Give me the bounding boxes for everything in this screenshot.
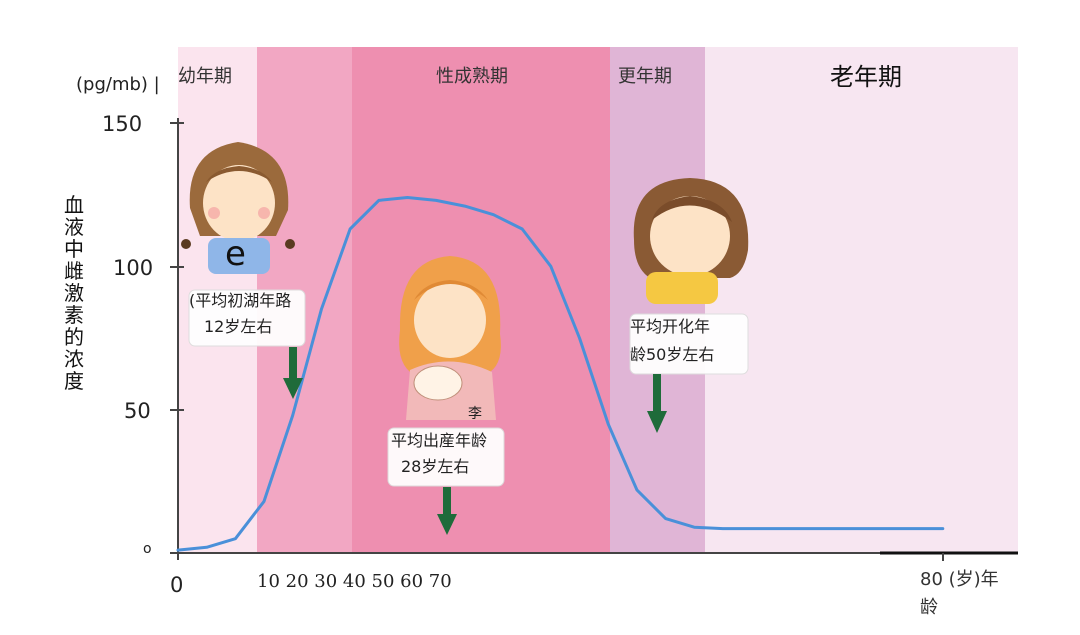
y-tick-label-50: 50 — [124, 399, 151, 423]
phase-label-childhood: 幼年期 — [178, 66, 232, 87]
annotation-menopause-line2: 龄50岁左右 — [630, 345, 714, 364]
y-unit-label: (pg/mb) | — [76, 74, 160, 95]
girl-bangs — [206, 166, 272, 182]
y-axis-title: 血液中雌激素的浓度 — [64, 193, 84, 393]
annotation-menopause: 平均开化年 龄50岁左右 — [629, 313, 749, 375]
girl-face — [203, 165, 275, 241]
y-tick-label-150: 150 — [102, 112, 142, 136]
annotation-childbirth-line1: 平均出産年龄 — [391, 431, 487, 450]
mother-illustration — [399, 256, 501, 420]
annotation-childbirth: 平均出産年龄 28岁左右 — [387, 427, 505, 487]
arrows — [283, 347, 667, 535]
phase-label-old-age: 老年期 — [830, 63, 902, 91]
girl-illustration — [181, 142, 295, 274]
girl-braid-left — [181, 239, 191, 249]
x-tick-label-80: 80 (岁)年 — [920, 569, 999, 590]
annotation-menarche-line1: (平均初湖年路 — [189, 291, 291, 310]
arrow-menarche — [283, 347, 303, 399]
baby — [413, 365, 463, 401]
annotation-childbirth-line2: 28岁左右 — [401, 457, 469, 476]
mother-bangs — [414, 280, 488, 300]
annotation-menarche: (平均初湖年路 12岁左右 — [188, 289, 306, 347]
phase-label-maturity: 性成熟期 — [436, 66, 508, 87]
girl-cheek-left — [208, 207, 220, 219]
y-tick-label-100: 100 — [113, 256, 153, 280]
woman-bangs — [652, 196, 732, 222]
annotation-menarche-line2: 12岁左右 — [204, 317, 272, 336]
y-tick-label-zero: o — [143, 541, 152, 557]
woman-face — [650, 196, 730, 276]
x-tick-label-0: 0 — [170, 573, 183, 597]
annotation-menopause-line1: 平均开化年 — [630, 317, 710, 336]
annotation-menopause-box — [629, 313, 749, 375]
phase-band-old-age — [705, 47, 1018, 553]
arrow-menopause — [647, 374, 667, 433]
stray-letter-e: e — [225, 234, 246, 274]
x-tick-label-10-70: 10 20 30 40 50 60 70 — [257, 571, 452, 592]
annotation-menarche-box — [188, 289, 306, 347]
girl-cheek-right — [258, 207, 270, 219]
stray-char: 李 — [468, 406, 482, 422]
x-axis-unit-suffix: 龄 — [920, 597, 938, 618]
woman-illustration — [633, 178, 749, 304]
arrow-childbirth — [437, 487, 457, 535]
phase-label-menopause: 更年期 — [618, 66, 672, 87]
girl-braid-right — [285, 239, 295, 249]
mother-face — [414, 282, 486, 358]
annotation-childbirth-box — [387, 427, 505, 487]
woman-shirt — [646, 272, 718, 304]
girl-shirt — [208, 238, 270, 274]
estrogen-curve — [176, 196, 945, 552]
